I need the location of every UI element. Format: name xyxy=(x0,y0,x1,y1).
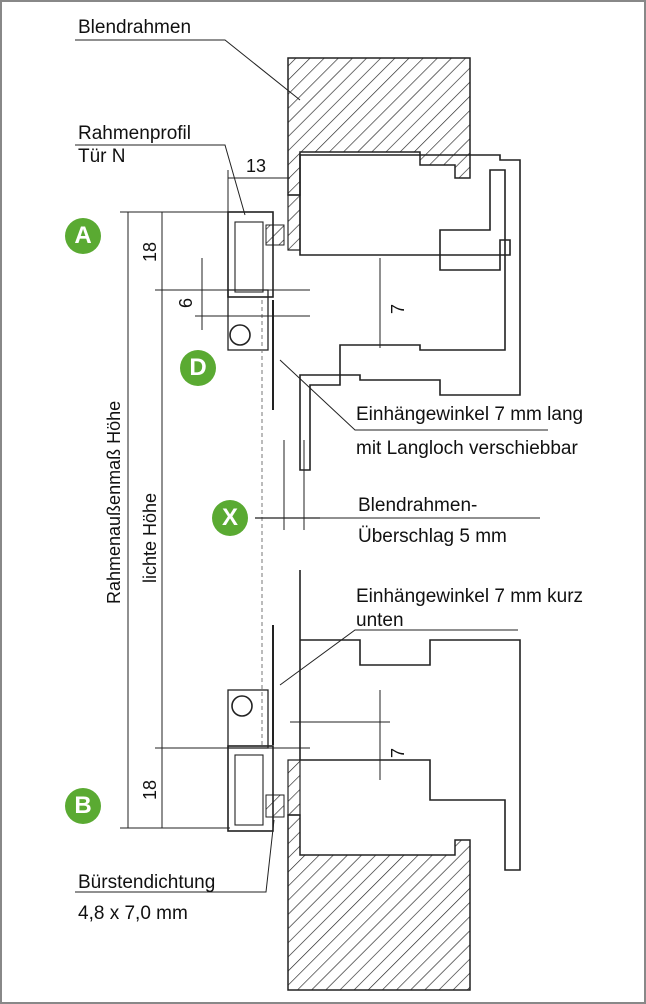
badge-x: X xyxy=(212,500,248,536)
dim-lichte-hoehe: lichte Höhe xyxy=(140,492,160,583)
label-einhaenge-kurz-2: unten xyxy=(356,610,404,631)
leader-buerste xyxy=(75,819,275,893)
dim-7-bottom: 7 xyxy=(388,747,408,758)
dim-18-bottom: 18 xyxy=(140,779,160,800)
blendrahmen-web-top xyxy=(287,194,301,251)
dim-7-top: 7 xyxy=(388,303,408,314)
profile-lower xyxy=(299,570,521,871)
dim-18-top: 18 xyxy=(140,241,160,262)
label-buerste-2: 4,8 x 7,0 mm xyxy=(78,903,188,924)
dim-rahmenaussenmass: Rahmenaußenmaß Höhe xyxy=(104,400,124,604)
door-gasket-top xyxy=(229,324,251,346)
door-profile-top xyxy=(227,211,274,298)
profile-upper xyxy=(299,154,521,471)
leader-einhaenge-lang xyxy=(279,359,548,431)
door-profile-bottom xyxy=(227,745,274,832)
brush-seal-top xyxy=(265,224,285,246)
badge-a: A xyxy=(65,218,101,254)
blendrahmen-bottom xyxy=(287,814,471,991)
label-buerste-1: Bürstendichtung xyxy=(78,872,216,893)
leader-rahmenprofil xyxy=(75,144,246,216)
dim-6: 6 xyxy=(176,297,196,308)
badge-b: B xyxy=(65,788,101,824)
door-profile-top-inner xyxy=(234,221,264,293)
label-ueberschlag-1: Blendrahmen- xyxy=(358,495,478,516)
door-profile-bottom-inner xyxy=(234,754,264,826)
brush-seal-bottom xyxy=(265,794,285,818)
label-ueberschlag-2: Überschlag 5 mm xyxy=(358,526,507,547)
label-blendrahmen: Blendrahmen xyxy=(78,17,192,38)
label-einhaenge-kurz-1: Einhängewinkel 7 mm kurz xyxy=(356,586,584,607)
dim-13: 13 xyxy=(246,156,267,176)
label-tuer-n: Tür N xyxy=(78,146,126,167)
leader-blendrahmen xyxy=(75,39,301,101)
label-einhaenge-lang-2: mit Langloch verschiebbar xyxy=(356,438,578,459)
leader-einhaenge-kurz xyxy=(279,629,518,686)
label-einhaenge-lang-1: Einhängewinkel 7 mm lang xyxy=(356,404,584,425)
door-gasket-bottom xyxy=(231,695,253,717)
blendrahmen-web-bottom xyxy=(287,759,301,816)
blendrahmen-top xyxy=(287,57,471,196)
badge-d: D xyxy=(180,350,216,386)
label-rahmenprofil: Rahmenprofil xyxy=(78,123,191,144)
